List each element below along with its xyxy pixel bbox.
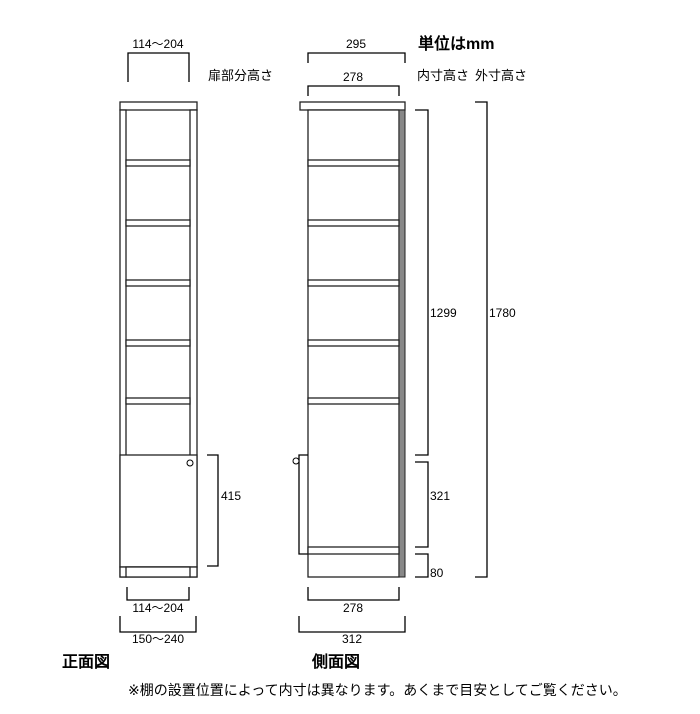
side-inner-depth-top-bracket (307, 85, 400, 96)
outer-height: 1780 (489, 306, 516, 320)
front-view: 114～204 扉部分高さ 415 114～204 150～240 正面図 (62, 37, 273, 671)
plinth-height: 80 (430, 566, 444, 580)
side-door-knob-icon (292, 457, 300, 465)
door-height: 415 (221, 489, 241, 503)
shelf-board (125, 397, 191, 405)
side-top-depth: 295 (346, 37, 366, 51)
unit-label: 単位はmm (418, 34, 494, 53)
side-back-panel (398, 109, 406, 578)
side-outer-depth-bracket (298, 616, 406, 633)
front-top-width-bracket (127, 52, 190, 82)
shelf-board (125, 159, 191, 167)
shelf-board (307, 219, 400, 227)
outer-height-bracket (475, 101, 488, 578)
front-plinth-inner (125, 566, 191, 578)
door-height-label: 扉部分高さ (208, 68, 273, 83)
side-bottom-shelf (307, 546, 400, 555)
front-top-board (119, 101, 198, 111)
lower-inner-height-bracket (415, 461, 429, 548)
front-top-width: 114～204 (132, 37, 183, 51)
side-outer-depth: 312 (342, 632, 362, 646)
side-top-depth-bracket (307, 52, 406, 63)
door-height-bracket (207, 454, 219, 567)
side-inner-depth-top: 278 (343, 70, 363, 84)
side-view: 単位はmm 295 278 内寸高さ 外寸高さ 1299 1780 321 80… (292, 34, 527, 671)
shelf-board (125, 219, 191, 227)
side-shelves (307, 159, 400, 405)
side-view-title: 側面図 (311, 652, 360, 671)
front-door (119, 454, 198, 568)
side-inner-depth-bottom: 278 (343, 601, 363, 615)
shelf-board (125, 339, 191, 347)
shelf-board (307, 397, 400, 405)
shelf-board (307, 279, 400, 287)
plinth-height-bracket (415, 553, 429, 578)
door-knob-icon (186, 459, 194, 467)
front-shelves (125, 159, 191, 405)
inner-height-label: 内寸高さ (417, 68, 469, 83)
lower-inner-height: 321 (430, 489, 450, 503)
shelf-board (125, 279, 191, 287)
footnote: ※棚の設置位置によって内寸は異なります。あくまで目安としてご覧ください。 (128, 682, 627, 698)
shelf-board (307, 159, 400, 167)
side-top-board (299, 101, 406, 111)
side-inner-depth-bottom-bracket (307, 587, 400, 601)
front-inner-width: 114～204 (132, 601, 183, 615)
front-inner-width-bracket (126, 587, 190, 601)
front-view-title: 正面図 (62, 653, 110, 671)
outer-height-label: 外寸高さ (475, 68, 527, 83)
inner-height: 1299 (430, 306, 457, 320)
front-outer-width-bracket (119, 616, 197, 633)
inner-height-bracket (415, 109, 429, 456)
shelf-board (307, 339, 400, 347)
front-outer-width: 150～240 (132, 632, 184, 646)
side-door (298, 454, 308, 555)
